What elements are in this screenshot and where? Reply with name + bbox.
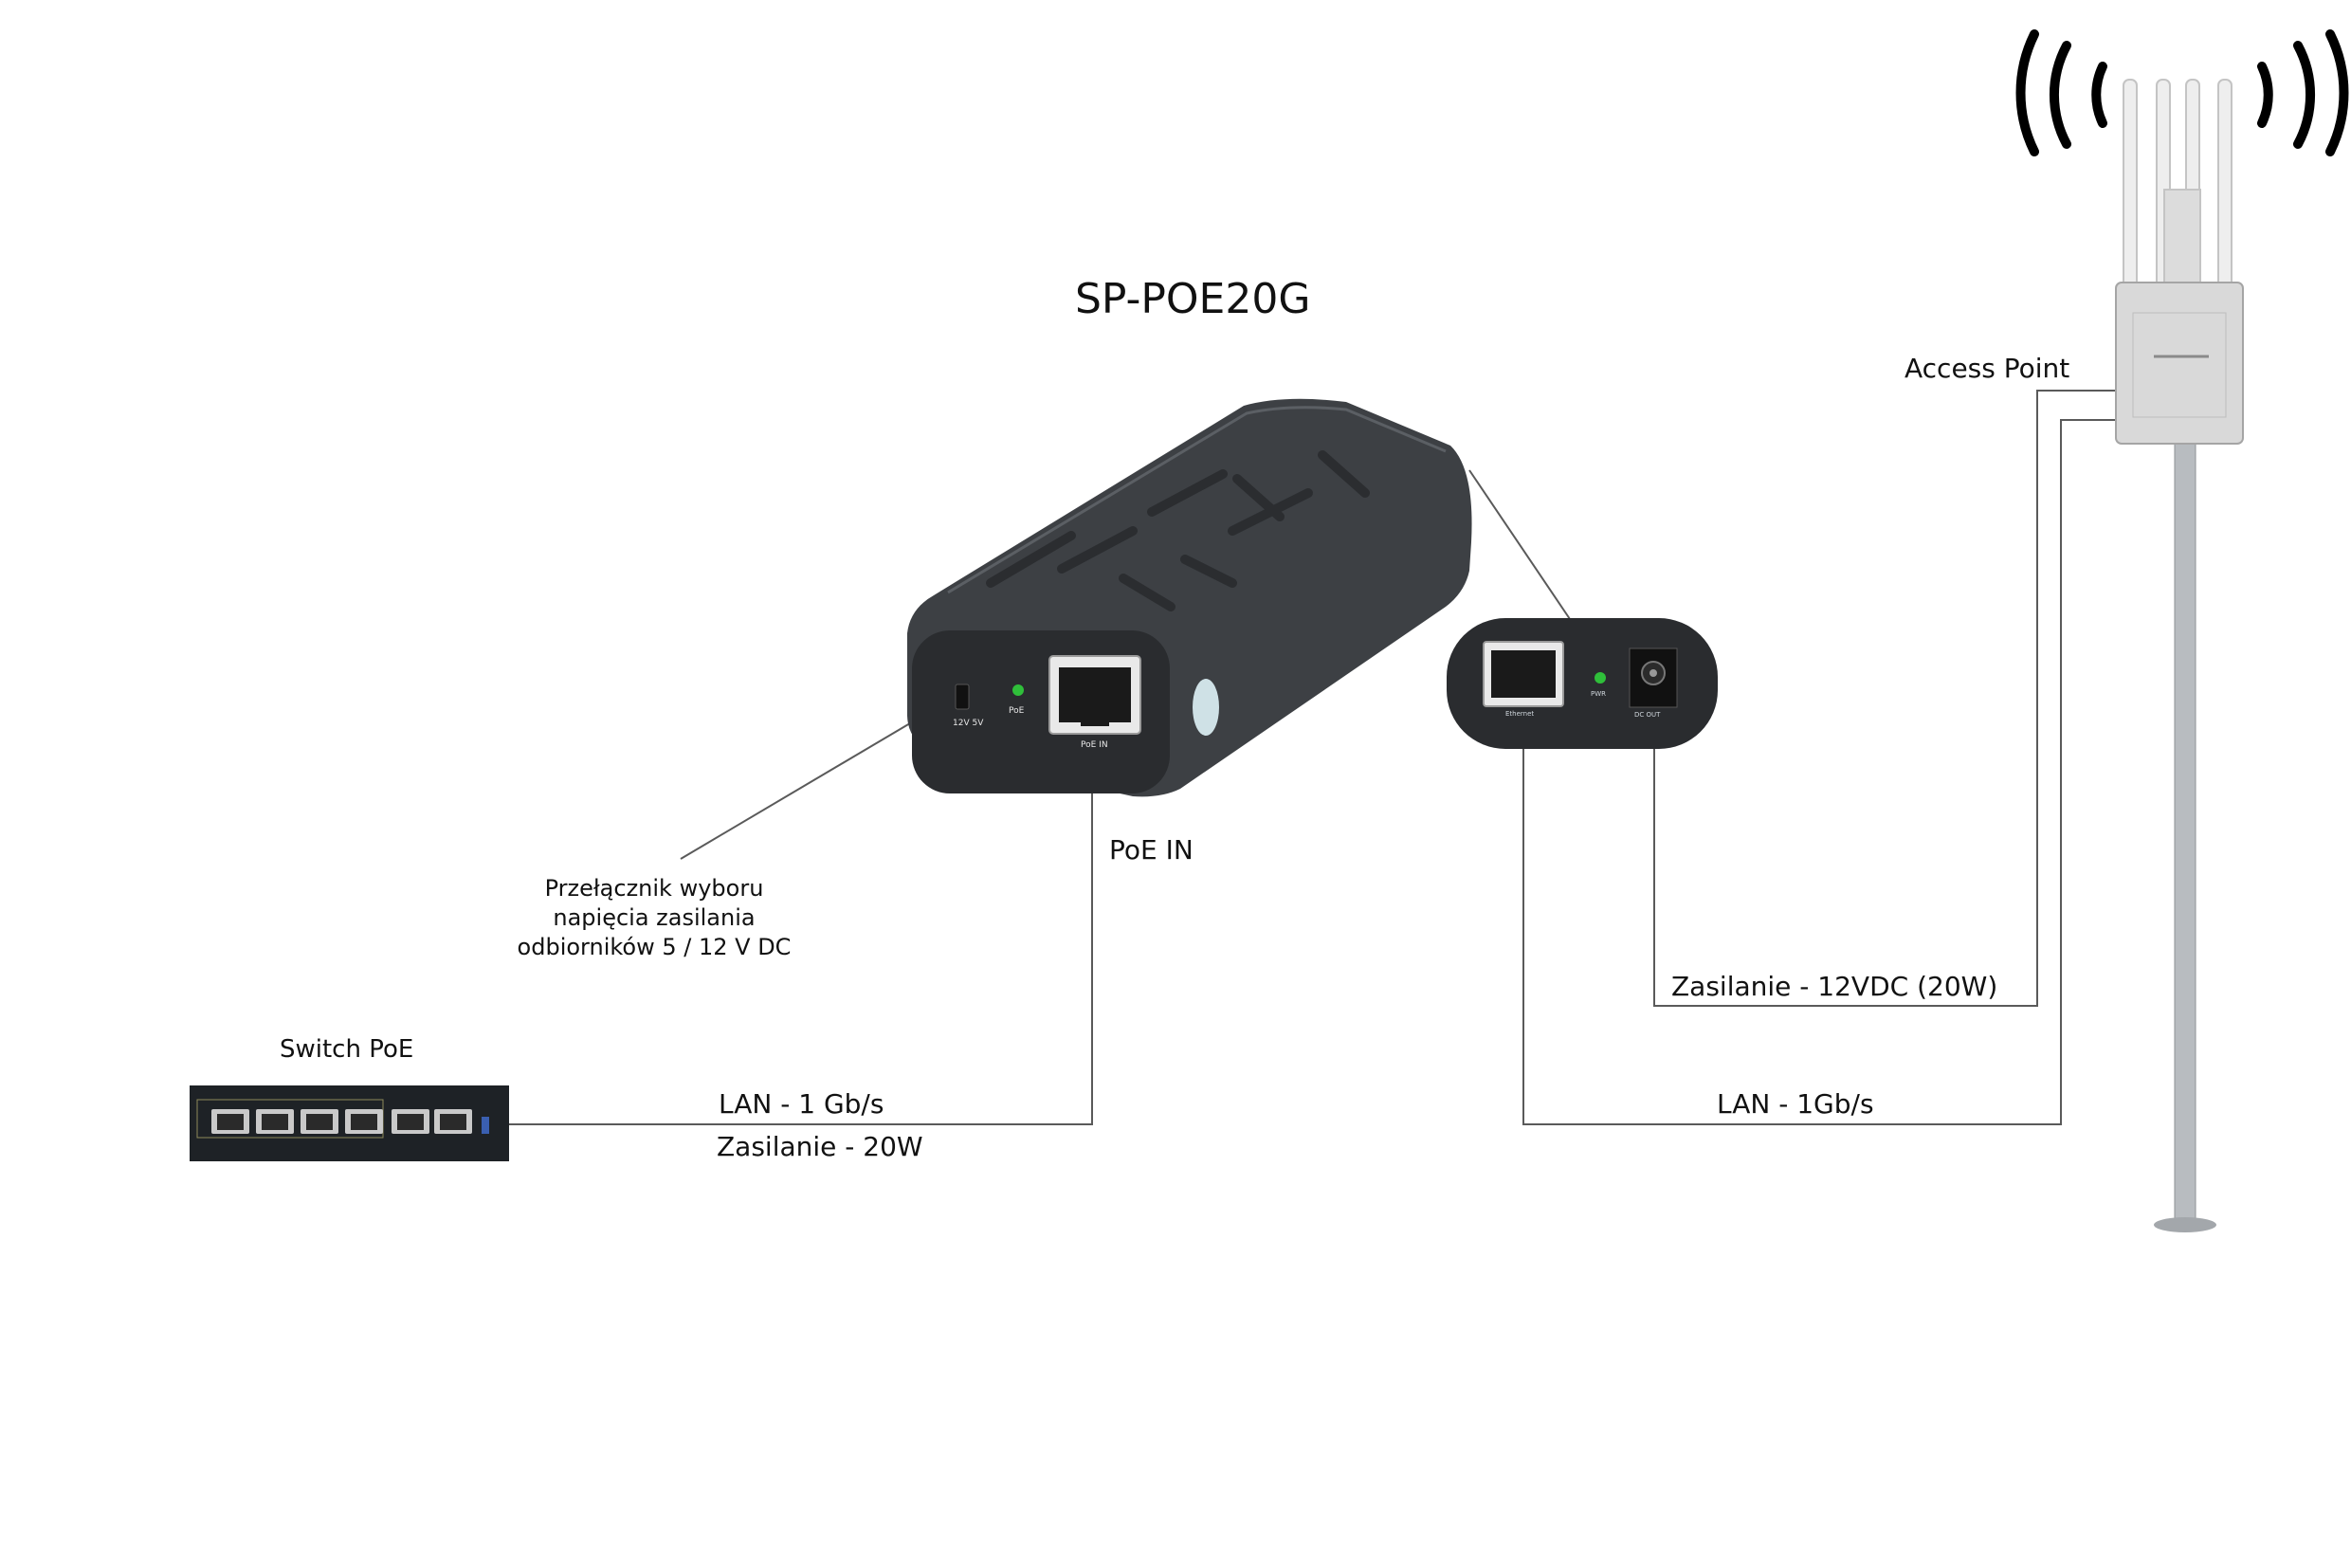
mast-base	[2154, 1217, 2216, 1232]
poe-splitter-device: 12V 5V PoE PoE IN	[907, 398, 1472, 797]
access-point-body	[2115, 282, 2244, 445]
selector-leader-line	[680, 720, 916, 860]
lan-left-label: LAN - 1 Gb/s	[719, 1088, 884, 1120]
access-point-device	[2015, 29, 2349, 1232]
dc-jack-icon	[1629, 647, 1678, 708]
device-ridge-pattern	[986, 450, 1370, 611]
device-to-output-leader-line	[1468, 469, 1573, 623]
ethernet-port-icon	[1483, 641, 1564, 707]
voltage-switch-marking: 12V 5V	[953, 719, 984, 728]
selector-note: Przełącznik wyboru napięcia zasilania od…	[502, 874, 806, 962]
selector-note-line-1: Przełącznik wyboru	[544, 875, 764, 902]
power-line-output-to-ap	[1653, 390, 2116, 1007]
access-point-label: Access Point	[1904, 353, 2070, 384]
poe-in-port-marking: PoE IN	[1081, 740, 1108, 750]
selector-note-line-2: napięcia zasilania	[553, 904, 756, 931]
diagram-title: SP-POE20G	[1075, 275, 1311, 323]
ethernet-port-marking: Ethernet	[1505, 710, 1534, 718]
mast	[2174, 443, 2196, 1224]
led-indicator-icon	[1012, 684, 1024, 696]
output-connector-face: Ethernet PWR DC OUT	[1447, 618, 1718, 749]
lan-line-output-to-ap	[1522, 419, 2116, 1125]
voltage-switch	[955, 684, 970, 710]
switch-poe-label: Switch PoE	[280, 1035, 414, 1064]
wifi-signal-icon	[2015, 29, 2349, 156]
power-left-label: Zasilanie - 20W	[717, 1131, 923, 1162]
poe-led-marking: PoE	[1009, 706, 1025, 716]
poe-switch-device	[190, 1085, 509, 1161]
connector-lines	[509, 390, 2116, 1125]
poe-in-label: PoE IN	[1109, 834, 1194, 866]
dc-out-marking: DC OUT	[1634, 711, 1661, 719]
pwr-led-marking: PWR	[1591, 690, 1606, 698]
device-side-label	[1193, 679, 1219, 736]
power-right-label: Zasilanie - 12VDC (20W)	[1671, 971, 1998, 1002]
device-top-highlight	[947, 406, 1447, 594]
lan-right-label: LAN - 1Gb/s	[1717, 1088, 1874, 1120]
pwr-led-indicator-icon	[1595, 672, 1606, 684]
lan-line-switch-to-injector	[509, 774, 1093, 1125]
antennas	[2123, 79, 2233, 291]
rj45-port-icon	[1048, 655, 1141, 735]
selector-note-line-3: odbiorników 5 / 12 V DC	[517, 934, 792, 960]
